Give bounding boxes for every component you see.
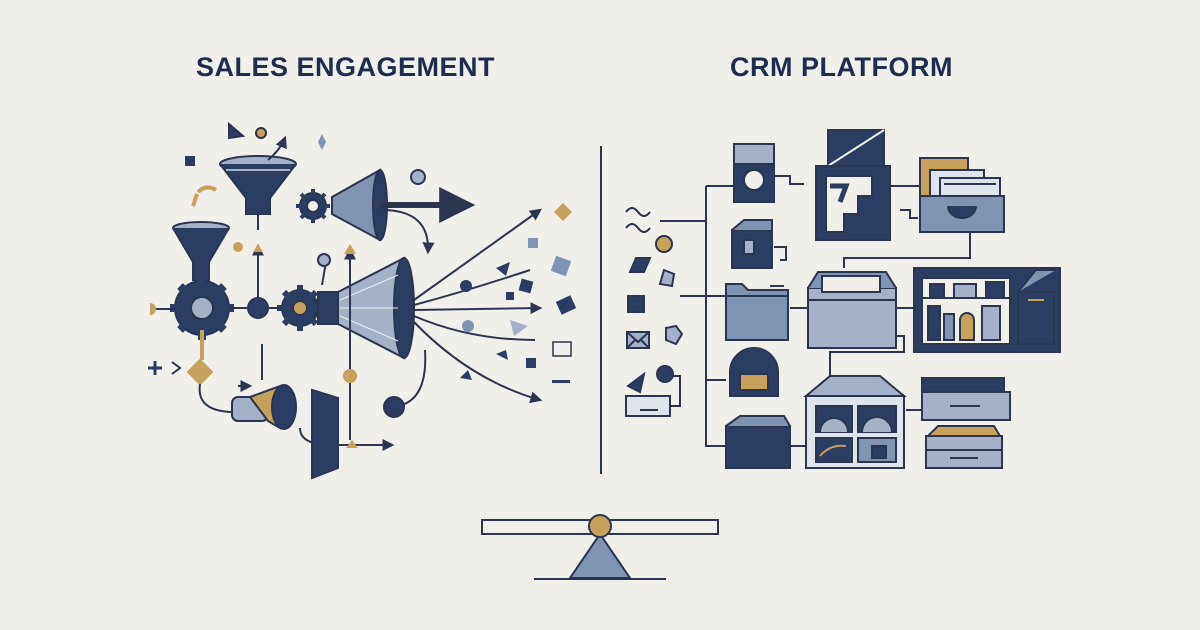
gear-icon: [296, 189, 330, 223]
box-icon: [725, 415, 791, 469]
sparkle-icon: [318, 134, 326, 150]
crm-platform-title: CRM PLATFORM: [730, 52, 953, 82]
crm-platform-panel: [625, 129, 1061, 469]
drawer-icon: [725, 283, 789, 341]
flag-icon: [228, 121, 246, 140]
box-icon: [925, 425, 1003, 469]
filing-cabinet-icon: [807, 271, 897, 349]
trapezoid-icon: [311, 388, 339, 480]
dot-icon: [255, 127, 267, 139]
funnel-icon: [172, 221, 230, 281]
balance-scale-icon: [481, 514, 719, 580]
building-icon: [803, 375, 907, 469]
drawer-icon: [733, 143, 775, 203]
shelf-icon: [913, 267, 1061, 353]
sales-engagement-panel: [148, 121, 577, 480]
misc-icons: [625, 207, 684, 417]
filing-cabinet-icon: [729, 347, 779, 397]
scattered-shapes-icon: [460, 203, 577, 383]
gear-icon: [277, 285, 323, 331]
sales-engagement-title: SALES ENGAGEMENT: [196, 52, 496, 82]
funnel-icon: [219, 155, 297, 215]
drawer-icon: [921, 377, 1011, 421]
megaphone-icon: [331, 168, 388, 242]
shelf-icon: [815, 129, 891, 241]
drawer-icon: [919, 157, 1005, 233]
megaphone-icon: [231, 384, 297, 430]
megaphone-icon: [317, 256, 415, 360]
envelope-icon: [626, 331, 650, 349]
box-icon: [731, 219, 773, 269]
